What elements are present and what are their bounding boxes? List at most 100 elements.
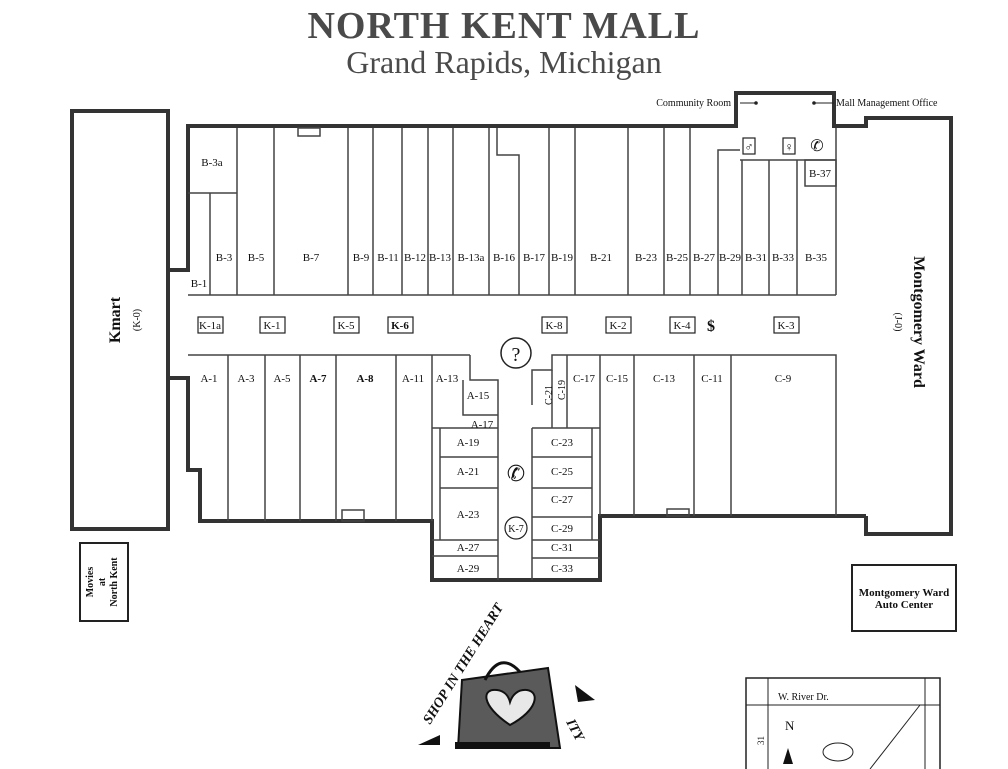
store-C-23[interactable]: C-23 [551,437,574,449]
store-A-17[interactable]: A-17 [471,419,494,431]
ward-code: (J-0) [892,313,903,332]
center-phone-icon: ✆ [507,461,525,486]
kiosk-K-4[interactable]: K-4 [673,320,691,332]
inset-north-label: N [785,718,795,733]
store-A-29[interactable]: A-29 [457,563,480,575]
store-C-13[interactable]: C-13 [653,373,676,385]
inset-road-diagonal [869,704,921,769]
store-C-25[interactable]: C-25 [551,466,574,478]
kiosk-K-2-box[interactable] [605,316,632,334]
store-A-27[interactable]: A-27 [457,542,480,554]
store-C-29[interactable]: C-29 [551,523,574,535]
kiosk-K-3-box[interactable] [773,316,800,334]
store-B-23[interactable]: B-23 [635,252,658,264]
kmart-code: (K-0) [132,309,143,331]
store-A-3[interactable]: A-3 [237,373,255,385]
store-C-17[interactable]: C-17 [573,373,596,385]
info-desk-icon[interactable] [500,337,532,369]
inset-road-label: W. River Dr. [778,692,829,703]
store-B-13[interactable]: B-13 [429,252,452,264]
kiosk-K-7[interactable]: K-7 [508,524,524,535]
store-A-13[interactable]: A-13 [436,373,459,385]
store-B-9[interactable]: B-9 [353,252,370,264]
a-row-walls [188,354,499,580]
kiosk-K-1-box[interactable] [259,316,286,334]
store-C-31[interactable]: C-31 [551,542,573,554]
store-B-31[interactable]: B-31 [745,252,767,264]
community-room-label[interactable]: Community Room [656,98,731,109]
store-C-33[interactable]: C-33 [551,563,574,575]
store-B-3[interactable]: B-3 [216,252,233,264]
store-C-27[interactable]: C-27 [551,494,574,506]
kmart-anchor[interactable] [70,109,170,531]
store-B-33[interactable]: B-33 [772,252,795,264]
c-row-walls [531,354,837,580]
restroom-area: ♂ ♀ ✆ [742,137,824,155]
store-B-1[interactable]: B-1 [191,278,208,290]
store-B-3a[interactable]: B-3a [201,157,223,169]
ward-label: Montgomery Ward [910,256,927,388]
kiosk-K-5[interactable]: K-5 [337,320,355,332]
store-C-11[interactable]: C-11 [701,373,723,385]
kiosk-K-3[interactable]: K-3 [777,320,795,332]
store-B-12[interactable]: B-12 [404,252,426,264]
auto-center-label-2: Auto Center [875,599,933,611]
store-C-21[interactable]: C-21 [544,385,555,405]
kiosk-K-8[interactable]: K-8 [545,320,563,332]
store-A-1[interactable]: A-1 [200,373,217,385]
store-B-13a[interactable]: B-13a [458,252,485,264]
auto-center-label-1: Montgomery Ward [859,587,950,599]
bag-handle [483,661,522,681]
kiosk-K-1a-box[interactable] [197,316,224,334]
mens-restroom-icon [742,137,756,155]
store-B-7[interactable]: B-7 [303,252,320,264]
kiosk-K-1[interactable]: K-1 [263,320,280,332]
mgmt-office-label[interactable]: Mall Management Office [836,98,938,109]
store-A-15[interactable]: A-15 [467,390,490,402]
skyline-silhouette [455,742,550,749]
store-B-11[interactable]: B-11 [377,252,399,264]
shop-heart-logo: SHOP IN THE HEART ITY [418,600,595,749]
ward-anchor-outline [864,116,953,536]
store-C-19[interactable]: C-19 [557,380,568,400]
store-B-19[interactable]: B-19 [551,252,574,264]
store-B-17[interactable]: B-17 [523,252,546,264]
kiosk-K-1a[interactable]: K-1a [199,320,221,332]
inset-road-31: 31 [756,736,766,745]
atm-icon[interactable]: $ [707,318,715,335]
b-row-walls [188,127,837,296]
kiosk-K-7-box[interactable] [504,516,528,540]
inset-frame [745,677,941,769]
store-A-8[interactable]: A-8 [356,373,374,385]
auto-center-building[interactable] [851,564,957,632]
kiosk-K-2[interactable]: K-2 [609,320,626,332]
store-B-25[interactable]: B-25 [666,252,689,264]
store-B-29[interactable]: B-29 [719,252,742,264]
store-C-9[interactable]: C-9 [775,373,792,385]
logo-right-arrow [575,685,595,702]
kiosk-K-4-box[interactable] [669,316,696,334]
store-B-27[interactable]: B-27 [693,252,716,264]
store-B-5[interactable]: B-5 [248,252,265,264]
kiosk-K-8-box[interactable] [541,316,568,334]
kiosk-K-6[interactable]: K-6 [391,320,409,332]
movies-building[interactable] [79,542,129,622]
store-C-15[interactable]: C-15 [606,373,629,385]
inset-mall-marker [822,742,854,762]
store-B-37[interactable]: B-37 [809,168,832,180]
store-A-21[interactable]: A-21 [457,466,480,478]
store-A-23[interactable]: A-23 [457,509,480,521]
kiosk-K-5-box[interactable] [333,316,360,334]
store-B-35[interactable]: B-35 [805,252,828,264]
store-A-7[interactable]: A-7 [309,373,327,385]
kiosk-K-6-box[interactable] [387,316,414,334]
store-A-19[interactable]: A-19 [457,437,480,449]
movies-label-2: at [97,577,108,586]
store-B-21[interactable]: B-21 [590,252,612,264]
store-A-5[interactable]: A-5 [273,373,291,385]
store-B-16[interactable]: B-16 [493,252,516,264]
phone-icon: ✆ [810,138,823,155]
ward-anchor[interactable] [866,118,951,534]
store-A-11[interactable]: A-11 [402,373,424,385]
